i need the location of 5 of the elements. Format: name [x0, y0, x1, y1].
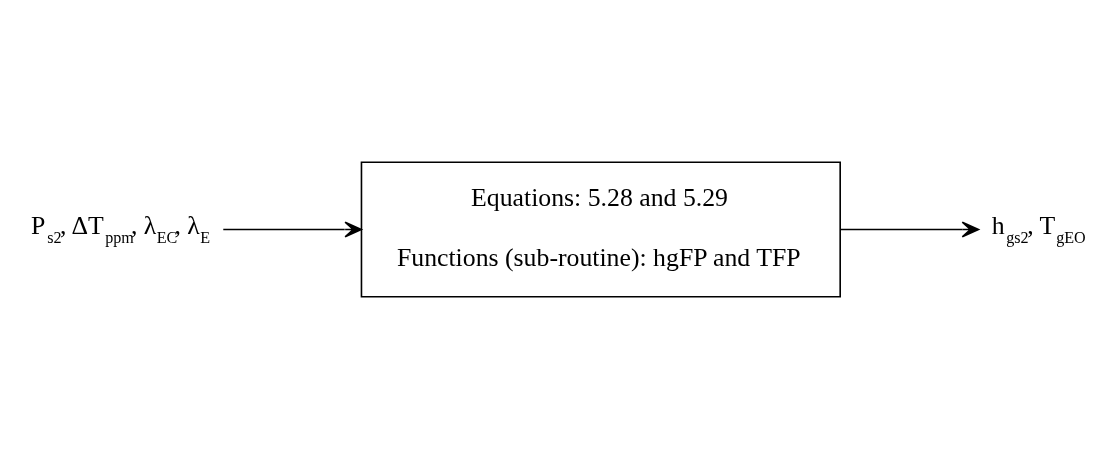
arrow [222, 221, 363, 238]
arrow [839, 221, 980, 238]
node-box: Equations: 5.28 and 5.29 Functions (sub-routine): hgFP and TFP [360, 161, 841, 298]
node-text: P$_{s2}$, ΔT$_{ppm}$, λ$_{EC}$, λ$_{E}$ [31, 211, 211, 246]
node-text: h$_{gs2}$, T$_{gEO}$ [991, 211, 1086, 246]
